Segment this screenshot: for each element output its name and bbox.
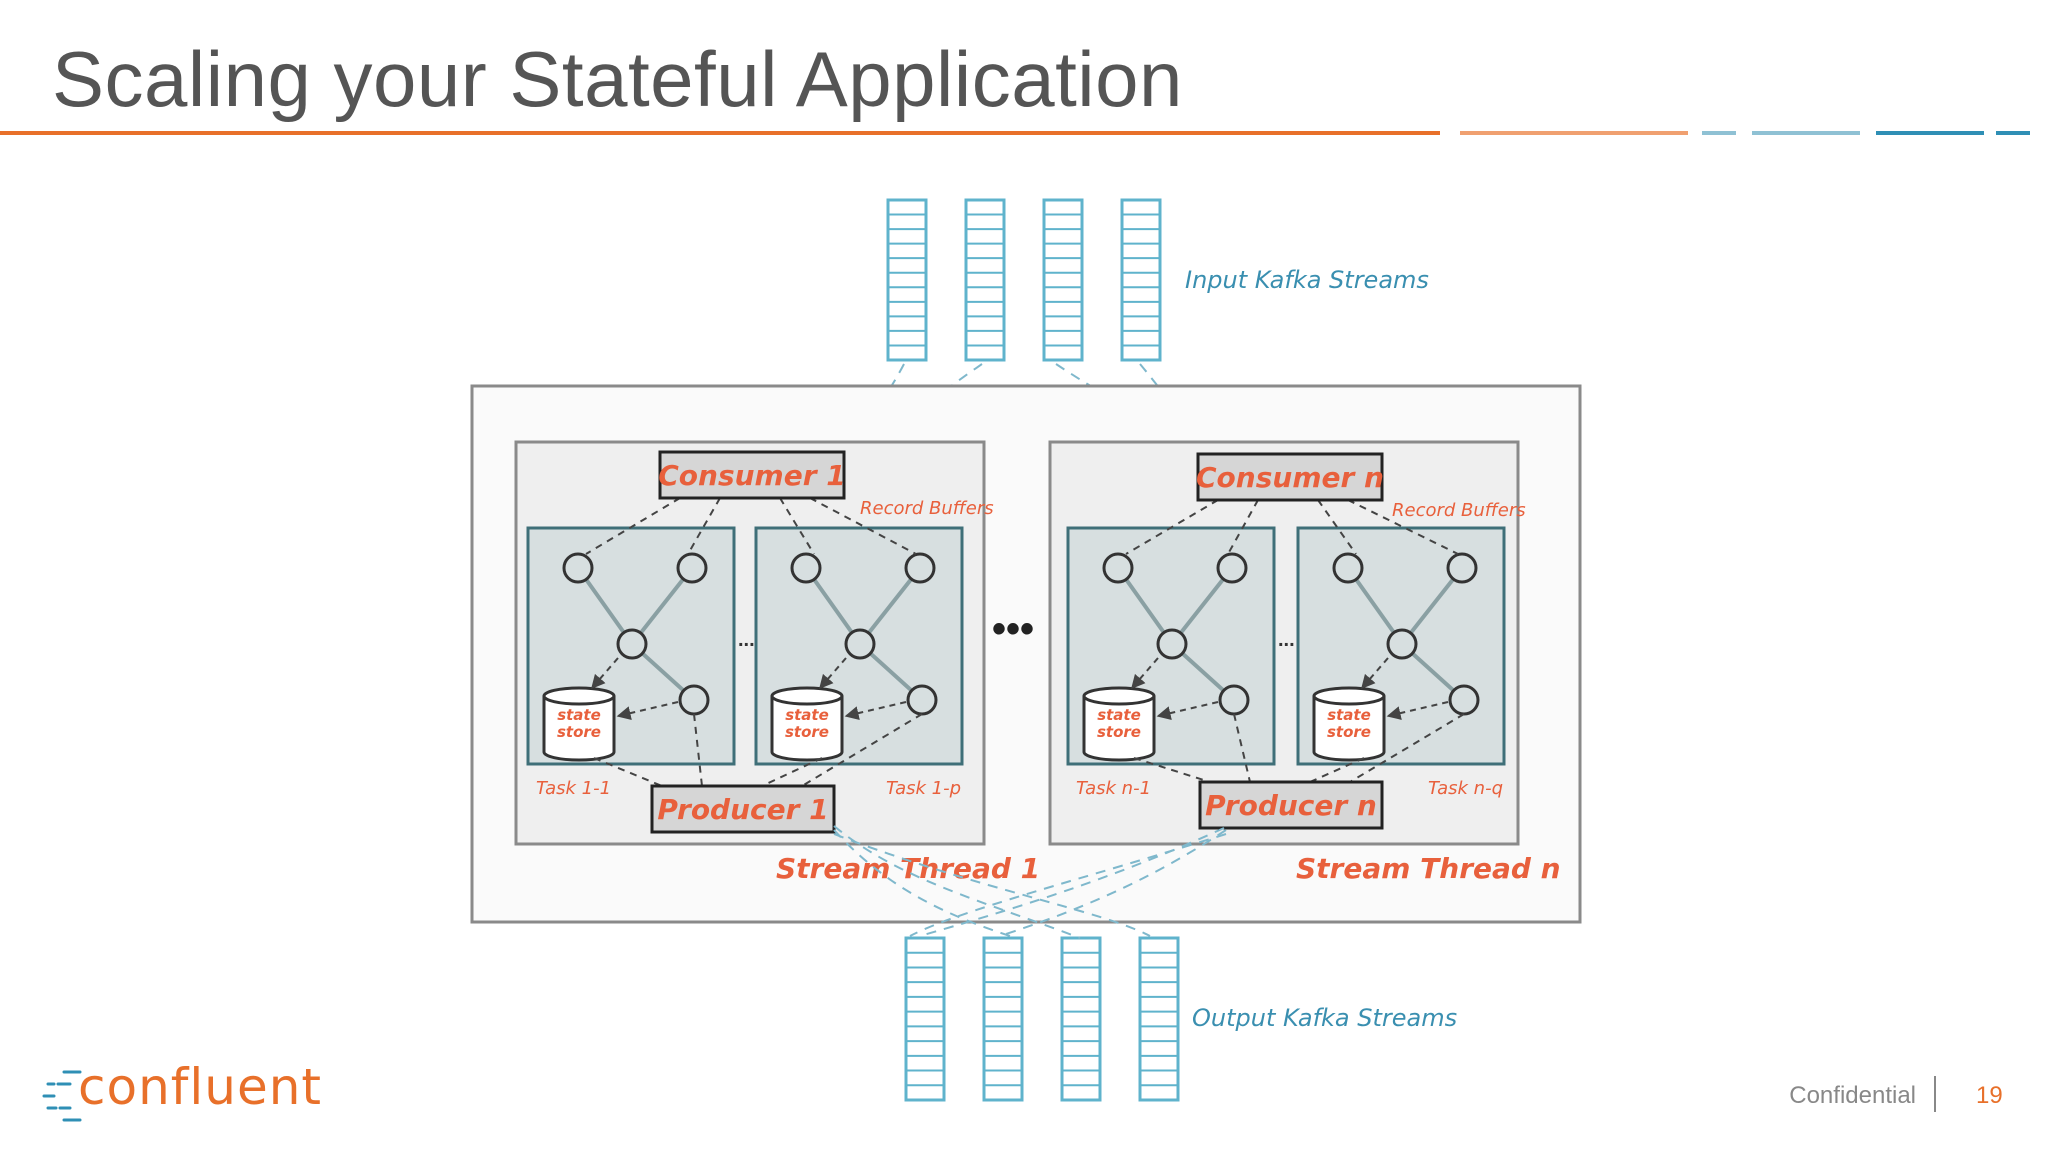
state-store-label: store: [785, 723, 829, 741]
processor-node: [790, 552, 822, 584]
processor-node: [1386, 628, 1418, 660]
record-buffers-label: Record Buffers: [860, 498, 994, 519]
processor-node: [1102, 552, 1134, 584]
processor-node: [678, 684, 710, 716]
producer-label: Producer 1: [657, 793, 828, 826]
task-label: Task n-q: [1428, 778, 1503, 799]
store-arrow: [819, 657, 847, 690]
store-arrow: [1361, 657, 1389, 690]
record-buffer-lines: [1309, 499, 1465, 783]
processor-node: [904, 552, 936, 584]
record-buffer-lines: [1125, 499, 1259, 783]
footer-separator: [1934, 1076, 1936, 1112]
processor-node: [676, 552, 708, 584]
processor-node: [562, 552, 594, 584]
input-kafka-streams: [886, 198, 1162, 362]
processor-node: [1448, 684, 1480, 716]
store-arrow: [591, 657, 619, 690]
output-streams-label: Output Kafka Streams: [1192, 1004, 1457, 1032]
task-label: Task n-1: [1076, 778, 1151, 799]
title-underline-orange-light: [1460, 131, 1688, 135]
record-buffer-lines: [761, 497, 923, 787]
processor-node: [1218, 684, 1250, 716]
state-store-label: store: [557, 723, 601, 741]
task-label: Task 1-p: [886, 778, 961, 799]
output-stream-3: [1060, 936, 1102, 1102]
input-stream-3: [1042, 198, 1084, 362]
state-store-label: state: [1327, 706, 1371, 724]
output-kafka-streams: [904, 936, 1180, 1102]
title-underline-blue-light: [1752, 131, 1860, 135]
state-store-label: state: [1097, 706, 1141, 724]
state-store-label: store: [1097, 723, 1141, 741]
page-number: 19: [1976, 1082, 2003, 1109]
input-stream-4: [1120, 198, 1162, 362]
title-underline-blue-short: [1702, 131, 1736, 135]
producer-box: Producer n: [1198, 780, 1384, 830]
state-store-label: store: [1327, 723, 1371, 741]
between-threads-ellipsis: •••: [992, 607, 1034, 651]
processor-node: [1156, 628, 1188, 660]
input-stream-1: [886, 198, 928, 362]
consumer-label: Consumer n: [1196, 461, 1384, 494]
task-ellipsis: ...: [738, 629, 755, 651]
store-arrow: [1131, 657, 1159, 690]
output-stream-4: [1138, 936, 1180, 1102]
state-store-label: state: [557, 706, 601, 724]
output-connections: [833, 825, 1227, 939]
processor-node: [906, 684, 938, 716]
stream-thread-label: Stream Thread 1: [776, 852, 1040, 885]
processor-node: [844, 628, 876, 660]
consumer-box: Consumer n: [1196, 452, 1384, 502]
producer-box: Producer 1: [650, 784, 836, 834]
task-label: Task 1-1: [536, 778, 611, 799]
state-store-label: state: [785, 706, 829, 724]
stream-thread-label: Stream Thread n: [1296, 852, 1561, 885]
producer-label: Producer n: [1205, 789, 1377, 822]
processor-node: [1446, 552, 1478, 584]
confluent-logo-mark: [42, 1070, 82, 1122]
record-buffers-label: Record Buffers: [1392, 500, 1526, 521]
processor-node: [1216, 552, 1248, 584]
consumer-label: Consumer 1: [658, 459, 846, 492]
input-streams-label: Input Kafka Streams: [1185, 266, 1429, 294]
output-stream-2: [982, 936, 1024, 1102]
processor-node: [616, 628, 648, 660]
confidential-label: Confidential: [1789, 1082, 1916, 1109]
record-buffer-lines: [585, 497, 721, 787]
confluent-logo-text: confluent: [78, 1058, 323, 1116]
title-underline-blue-end: [1996, 131, 2030, 135]
title-underline-orange: [0, 131, 1440, 135]
task-ellipsis: ...: [1278, 629, 1295, 651]
output-stream-1: [904, 936, 946, 1102]
input-stream-2: [964, 198, 1006, 362]
processor-node: [1332, 552, 1364, 584]
consumer-box: Consumer 1: [658, 450, 846, 500]
title-underline-blue-dark: [1876, 131, 1984, 135]
slide-title: Scaling your Stateful Application: [52, 35, 1183, 123]
